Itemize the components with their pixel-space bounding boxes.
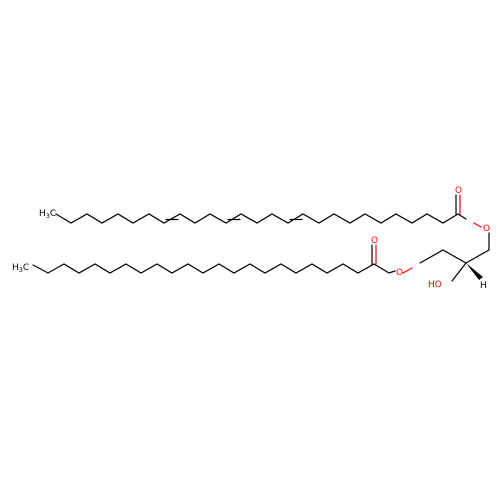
stereo-hydrogen-label: H <box>480 281 487 291</box>
upper-chain-bonds <box>55 213 467 224</box>
backbone-c2-c3 <box>442 249 467 264</box>
hydroxyl-bond <box>451 262 467 282</box>
lower-chain-bonds <box>32 263 396 274</box>
carbonyl-oxygen-bottom: O <box>371 236 378 246</box>
carbonyl-oxygen-top: O <box>455 186 462 196</box>
stereo-wedge <box>466 263 483 280</box>
backbone-c3-o <box>419 249 444 264</box>
lower-acyl-chain <box>32 244 396 274</box>
ester-bond-top <box>473 222 482 228</box>
hydroxyl-label: HO <box>428 280 442 290</box>
upper-acyl-chain <box>55 194 467 224</box>
glycerol-backbone <box>402 222 490 282</box>
ester-bond-bottom <box>402 267 413 274</box>
ester-oxygen-top: O <box>483 224 490 234</box>
backbone-c1-c2-b <box>465 249 490 264</box>
ch3-label-bottom: H3C <box>12 263 29 274</box>
ch3-label-top: H3C <box>39 209 56 220</box>
ester-oxygen-bottom: O <box>396 268 403 278</box>
